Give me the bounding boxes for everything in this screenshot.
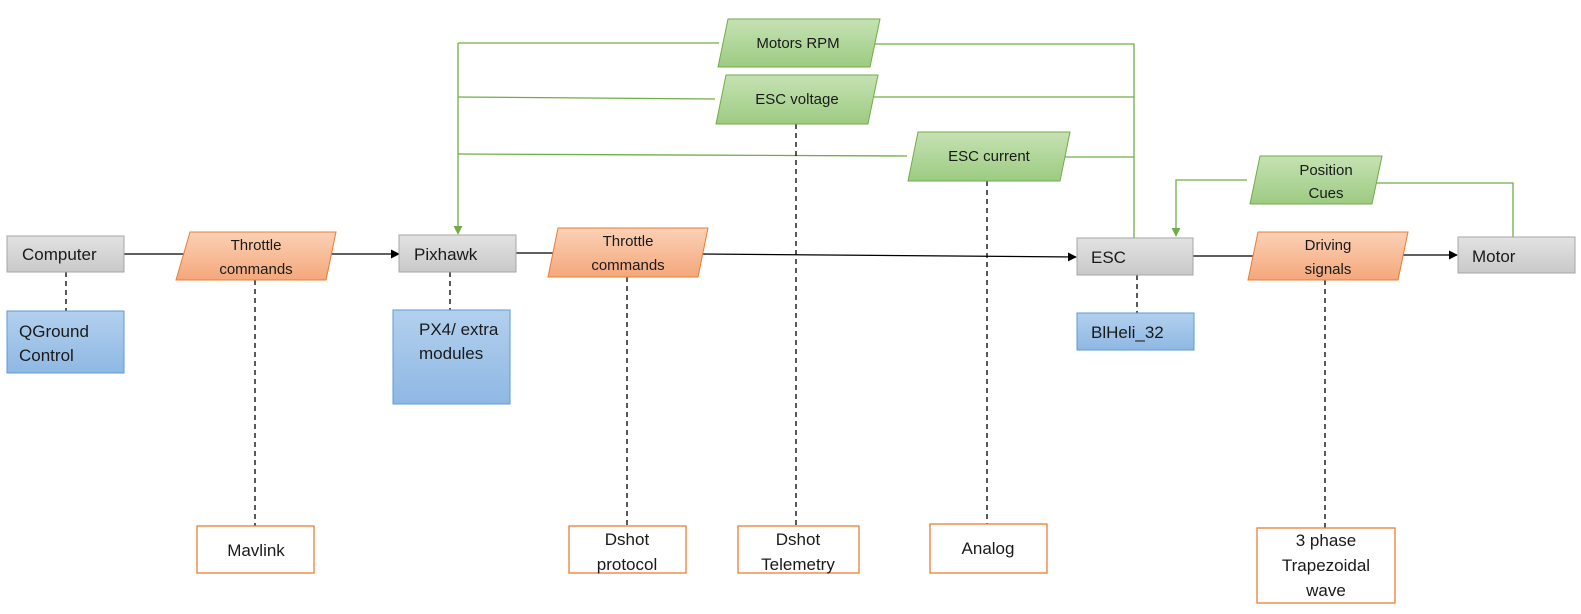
dshot-telemetry-line-1: Dshot bbox=[776, 530, 821, 549]
dshot-telemetry-box: Dshot Telemetry bbox=[737, 525, 860, 574]
driving-signals: Driving signals bbox=[1247, 231, 1409, 281]
dashed-lines bbox=[65, 124, 1326, 528]
dshot-protocol-box: Dshot protocol bbox=[568, 525, 687, 574]
throttle-1-line-1: Throttle bbox=[231, 237, 282, 254]
mavlink-box: Mavlink bbox=[196, 525, 315, 574]
dshot-protocol-line-2: protocol bbox=[597, 555, 657, 574]
esc-node: ESC bbox=[1076, 237, 1194, 276]
trapezoidal-line-3: wave bbox=[1305, 581, 1346, 600]
px4-box: PX4/ extra modules bbox=[392, 309, 511, 405]
blheli-label: BlHeli_32 bbox=[1091, 323, 1164, 342]
qground-line-2: Control bbox=[19, 346, 74, 365]
esc-voltage-label: ESC voltage bbox=[755, 91, 838, 108]
qground-line-1: QGround bbox=[19, 322, 89, 341]
trapezoidal-line-1: 3 phase bbox=[1296, 531, 1357, 550]
throttle-commands-2: Throttle commands bbox=[547, 227, 709, 278]
trapezoidal-box: 3 phase Trapezoidal wave bbox=[1256, 527, 1396, 604]
driving-line-1: Driving bbox=[1305, 237, 1352, 254]
throttle-commands-1: Throttle commands bbox=[175, 231, 337, 281]
throttle-2-line-2: commands bbox=[591, 257, 664, 274]
throttle-2-line-1: Throttle bbox=[603, 233, 654, 250]
motor-node: Motor bbox=[1457, 236, 1576, 274]
dshot-protocol-line-1: Dshot bbox=[605, 530, 650, 549]
px4-line-2: modules bbox=[419, 344, 483, 363]
mavlink-label: Mavlink bbox=[227, 541, 285, 560]
motors-rpm: Motors RPM bbox=[717, 18, 881, 68]
px4-line-1: PX4/ extra bbox=[419, 320, 499, 339]
position-cues-line-2: Cues bbox=[1308, 185, 1343, 202]
position-cues-line-1: Position bbox=[1299, 162, 1352, 179]
blheli-box: BlHeli_32 bbox=[1076, 312, 1195, 351]
analog-box: Analog bbox=[929, 523, 1048, 574]
computer-node: Computer bbox=[6, 235, 125, 273]
flow-lines bbox=[124, 249, 1458, 262]
esc-voltage: ESC voltage bbox=[715, 74, 879, 125]
throttle-1-line-2: commands bbox=[219, 261, 292, 278]
pixhawk-node: Pixhawk bbox=[398, 234, 517, 273]
dshot-telemetry-line-2: Telemetry bbox=[761, 555, 835, 574]
trapezoidal-line-2: Trapezoidal bbox=[1282, 556, 1370, 575]
pixhawk-label: Pixhawk bbox=[414, 245, 478, 264]
feedback-lines bbox=[453, 42, 1514, 238]
qground-box: QGround Control bbox=[6, 310, 125, 374]
motors-rpm-label: Motors RPM bbox=[756, 35, 839, 52]
position-cues: Position Cues bbox=[1249, 155, 1383, 205]
esc-current-label: ESC current bbox=[948, 148, 1031, 165]
analog-label: Analog bbox=[962, 539, 1015, 558]
motor-label: Motor bbox=[1472, 247, 1516, 266]
esc-current: ESC current bbox=[907, 131, 1071, 182]
esc-label: ESC bbox=[1091, 248, 1126, 267]
computer-label: Computer bbox=[22, 245, 97, 264]
driving-line-2: signals bbox=[1305, 261, 1352, 278]
